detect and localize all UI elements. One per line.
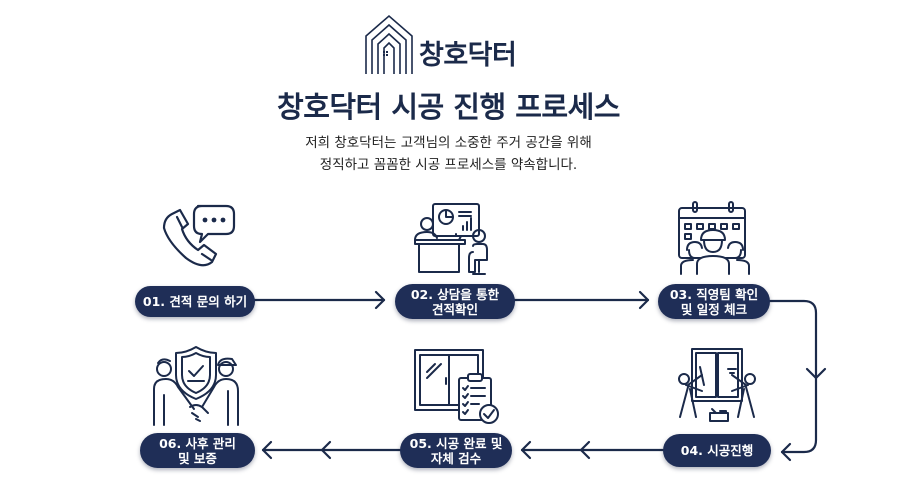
window-checklist-icon bbox=[414, 349, 499, 424]
window-installation-icon bbox=[678, 348, 756, 422]
step-03-label-line2: 및 일정 체크 bbox=[680, 301, 748, 317]
arrowhead-03-04-left bbox=[780, 442, 792, 462]
step-05-label-line2: 자체 검수 bbox=[430, 450, 482, 466]
arrowhead-03-04-down bbox=[805, 367, 827, 380]
step-01-label: 01. 견적 문의 하기 bbox=[142, 294, 248, 309]
step-03-pill: 03. 직영팀 확인 및 일정 체크 bbox=[658, 284, 770, 319]
arrowhead-02-03 bbox=[638, 290, 650, 310]
house-outline-icon bbox=[365, 14, 413, 74]
arrowhead-04-05-b bbox=[579, 440, 591, 460]
brand-logo: 창호닥터 bbox=[363, 14, 517, 76]
step-05-pill: 05. 시공 완료 및 자체 검수 bbox=[400, 433, 512, 468]
page-title: 창호닥터 시공 진행 프로세스 bbox=[277, 90, 620, 124]
connector-03-04 bbox=[768, 299, 818, 454]
step-04-label: 04. 시공진행 bbox=[680, 443, 754, 458]
calendar-team-icon bbox=[678, 201, 750, 275]
shield-handshake-icon bbox=[153, 346, 239, 426]
step-06-label-line1: 06. 사후 관리 bbox=[159, 435, 236, 451]
step-01-pill: 01. 견적 문의 하기 bbox=[135, 286, 255, 317]
subtitle-line-2: 정직하고 꼼꼼한 시공 프로세스를 약속합니다. bbox=[319, 157, 578, 173]
step-06-pill: 06. 사후 관리 및 보증 bbox=[140, 433, 255, 468]
step-06-label-line2: 및 보증 bbox=[178, 450, 217, 466]
brand-name: 창호닥터 bbox=[419, 39, 517, 71]
subtitle: 저희 창호닥터는 고객님의 소중한 주거 공간을 위해 정직하고 꼼꼼한 시공 … bbox=[0, 132, 897, 176]
arrowhead-05-06-b bbox=[320, 440, 332, 460]
step-02-label-line2: 견적확인 bbox=[431, 301, 478, 317]
arrowhead-05-06-a bbox=[261, 440, 273, 460]
step-04-pill: 04. 시공진행 bbox=[663, 434, 771, 467]
step-02-pill: 02. 상담을 통한 견적확인 bbox=[395, 284, 515, 319]
phone-chat-icon bbox=[162, 204, 236, 267]
arrowhead-04-05-a bbox=[520, 440, 532, 460]
consultation-desk-icon bbox=[414, 203, 488, 275]
subtitle-line-1: 저희 창호닥터는 고객님의 소중한 주거 공간을 위해 bbox=[305, 135, 592, 151]
step-03-label-line1: 03. 직영팀 확인 bbox=[669, 286, 759, 302]
step-02-label-line1: 02. 상담을 통한 bbox=[410, 286, 500, 302]
step-05-label-line1: 05. 시공 완료 및 bbox=[409, 435, 503, 451]
arrowhead-01-02 bbox=[374, 290, 386, 310]
